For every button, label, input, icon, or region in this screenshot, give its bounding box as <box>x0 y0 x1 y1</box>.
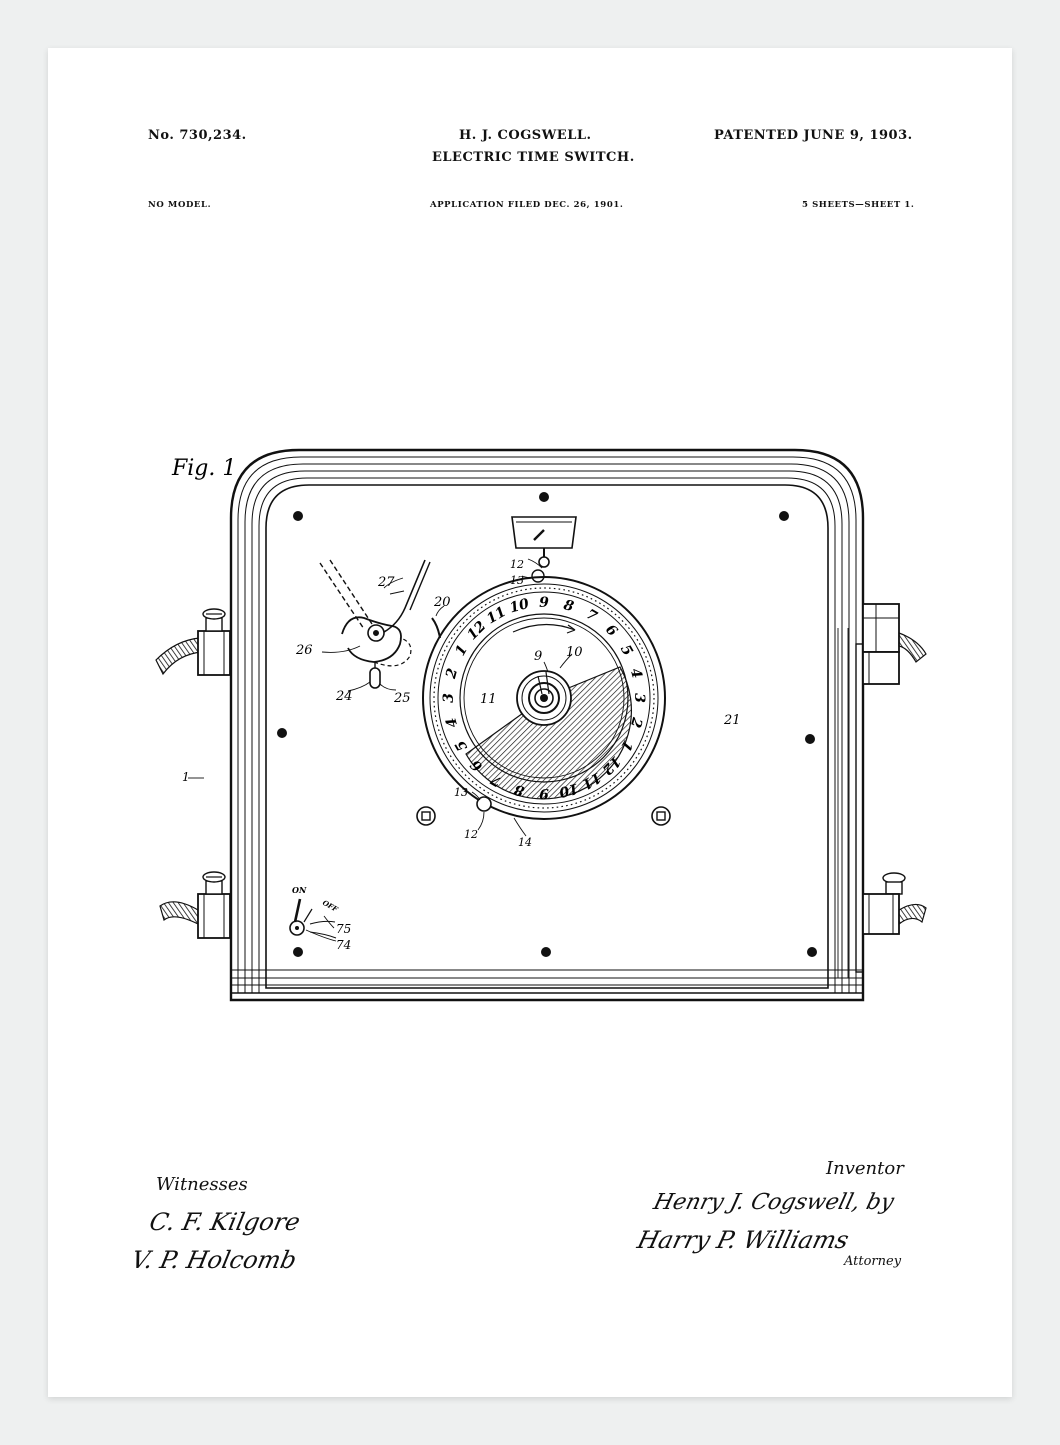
dial-number: 3 <box>441 693 457 703</box>
ref-26: 26 <box>295 643 313 658</box>
ref-20: 20 <box>433 595 451 610</box>
switch-off-label: OFF <box>321 898 340 914</box>
inventor-name: H. J. COGSWELL. <box>459 128 592 143</box>
dial-number: 10 <box>508 596 531 617</box>
model-note: NO MODEL. <box>148 200 212 210</box>
dial-number: 10 <box>557 780 580 801</box>
dial-shaded-sector <box>465 666 633 800</box>
patent-title: ELECTRIC TIME SWITCH. <box>432 150 635 165</box>
faceplate-screws <box>277 492 817 957</box>
dial-number: 2 <box>443 666 461 681</box>
application-date: APPLICATION FILED DEC. 26, 1901. <box>430 200 624 210</box>
dial-number: 12 <box>464 618 489 643</box>
ref-13-bottom: 13 <box>454 786 468 799</box>
dial-number: 8 <box>562 597 576 615</box>
ref-75: 75 <box>336 922 351 936</box>
lever-mechanism <box>319 559 431 689</box>
dial-number: 6 <box>602 622 620 640</box>
inventor-label: Inventor <box>826 1158 904 1179</box>
witness-signature-1: C. F. Kilgore <box>147 1208 303 1236</box>
left-terminal-bottom <box>159 871 231 939</box>
attorney-label: Attorney <box>844 1254 902 1269</box>
patented-date: PATENTED JUNE 9, 1903. <box>714 128 913 143</box>
ref-12-top: 12 <box>510 558 524 571</box>
left-terminal-top <box>155 608 231 676</box>
ref-1: 1 <box>182 770 190 784</box>
reference-numerals: 27 26 24 25 20 12 13 9 10 11 21 13 12 14… <box>182 558 741 952</box>
right-hinge-bottom <box>862 872 927 935</box>
ref-24: 24 <box>335 689 353 704</box>
dial-number: 8 <box>512 781 526 799</box>
dial-number: 3 <box>631 693 647 703</box>
ref-9: 9 <box>534 649 542 664</box>
ref-14: 14 <box>518 836 532 849</box>
dial-number: 9 <box>539 785 549 801</box>
figure-label: Fig. 1 <box>171 456 236 481</box>
ref-11: 11 <box>480 692 497 707</box>
ref-21: 21 <box>723 713 741 728</box>
patent-number: No. 730,234. <box>148 128 247 143</box>
witness-signature-2: V. P. Holcomb <box>129 1246 299 1274</box>
dial-number: 2 <box>627 715 645 730</box>
ref-25: 25 <box>393 691 411 706</box>
ref-12-bottom: 12 <box>464 828 478 841</box>
dial-number: 9 <box>539 595 549 611</box>
on-off-switch: ON OFF <box>289 885 340 939</box>
dial-number: 5 <box>452 737 471 753</box>
switch-on-label: ON <box>292 885 307 895</box>
leader-lines <box>188 558 573 942</box>
inventor-signature: Henry J. Cogswell, by <box>650 1190 897 1215</box>
dial-number: 4 <box>627 667 645 681</box>
dial-number: 4 <box>443 716 461 730</box>
ref-10: 10 <box>566 645 583 660</box>
right-hinge-top <box>862 603 927 685</box>
outer-casing <box>229 448 865 1002</box>
ref-27: 27 <box>377 575 395 590</box>
sheet-count: 5 SHEETS—SHEET 1. <box>802 200 915 210</box>
patent-sheet: No. 730,234. H. J. COGSWELL. ELECTRIC TI… <box>48 48 1012 1397</box>
ref-13-top: 13 <box>510 574 524 587</box>
dial-number: 1 <box>452 642 471 658</box>
fig1-drawing: Fig. 1 <box>155 448 927 1002</box>
dial-number: 7 <box>583 606 600 625</box>
dial-number: 5 <box>617 642 636 658</box>
attorney-signature: Harry P. Williams <box>634 1226 852 1254</box>
witnesses-label: Witnesses <box>156 1174 248 1195</box>
indicator-window <box>511 516 577 583</box>
ref-74: 74 <box>336 938 351 952</box>
